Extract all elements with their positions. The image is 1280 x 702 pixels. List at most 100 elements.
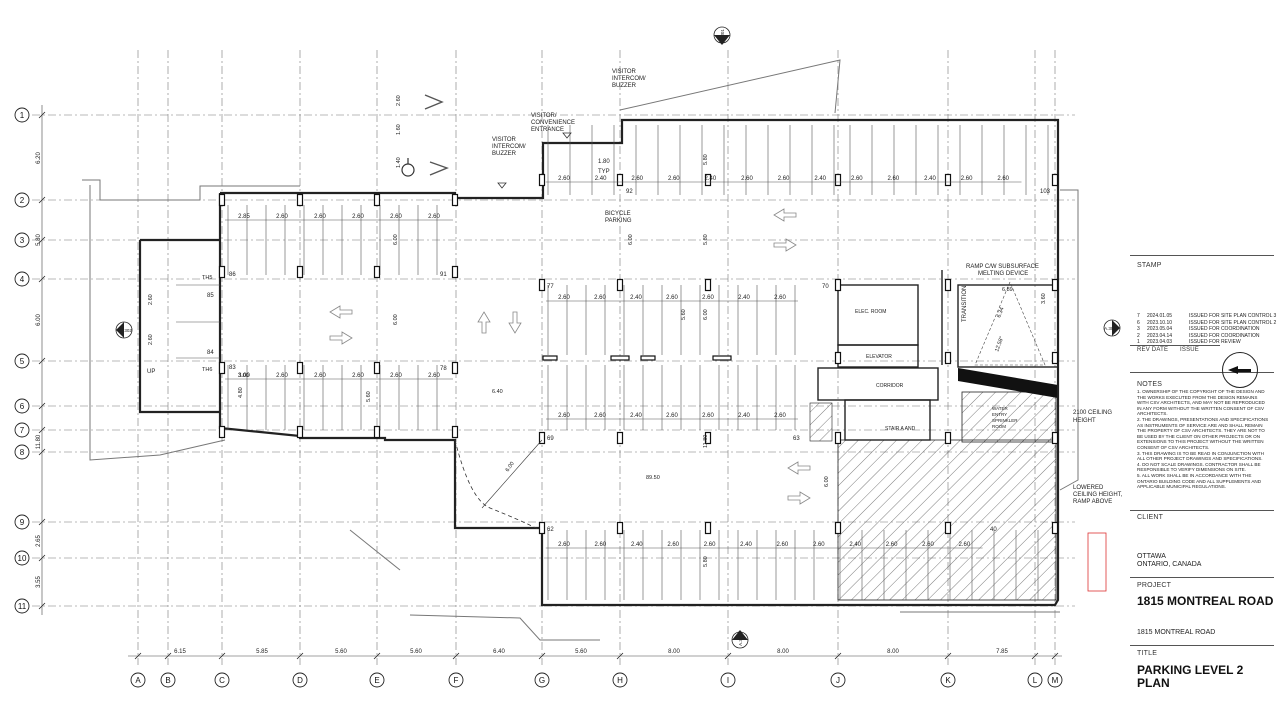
svg-text:VISITOR: VISITOR [492,137,517,143]
svg-text:3.60: 3.60 [1041,293,1047,304]
svg-text:ENTRY: ENTRY [992,412,1007,417]
row-dimension: 5.80 [36,234,42,246]
grid-bubble-label-A: A [135,676,141,685]
stall-dim-bottom: 2.60 [777,542,789,548]
stall-dim-bottom: 2.60 [595,542,607,548]
svg-text:1.60: 1.60 [396,124,402,135]
column-dimension: 6.40 [493,649,505,655]
dim-tick [134,652,142,660]
svg-text:TRANSITION: TRANSITION [962,286,968,322]
svg-text:1.40: 1.40 [396,157,402,168]
stall-dim-lower: 2.60 [666,413,678,419]
row-dimension: 6.20 [36,152,42,164]
dim-tick [38,196,46,204]
structural-column [296,361,304,375]
stall-dim-middle-left: 2.60 [276,373,288,379]
svg-text:VISITOR: VISITOR [612,69,637,75]
column-dimension: 5.60 [410,649,422,655]
grid-bubble-label-E: E [374,676,379,685]
svg-text:BUZZER: BUZZER [612,83,637,89]
stall-dim-upper-left: 2.60 [314,214,326,220]
svg-text:103: 103 [1040,189,1051,195]
svg-text:6.00: 6.00 [393,314,399,325]
svg-text:BICYCLE: BICYCLE [605,211,631,217]
dim-tick [452,652,460,660]
stall-dim-lower: 2.40 [630,413,642,419]
grid-bubble-5 [14,353,30,369]
structural-column [538,173,546,187]
grid-bubble-label-G: G [539,676,545,685]
column-dimension: 5.85 [256,649,268,655]
svg-text:78: 78 [440,366,447,372]
svg-text:6.40: 6.40 [492,389,503,395]
stall-dim-middle-left: 2.60 [352,373,364,379]
structural-column [616,278,624,292]
svg-text:5.60: 5.60 [681,309,687,320]
svg-text:40: 40 [990,527,997,533]
structural-column [834,431,842,445]
client-region: ONTARIO, CANADA [1137,561,1202,568]
svg-text:11.80: 11.80 [703,435,709,448]
stall-dim-bottom: 2.40 [740,542,752,548]
svg-text:INTERCOM/: INTERCOM/ [492,144,526,150]
structural-column [944,521,952,535]
svg-text:LOWERED: LOWERED [1073,485,1104,491]
dim-tick [944,652,952,660]
svg-text:6.89: 6.89 [1002,287,1013,293]
stall-dim-upper-right: 2.60 [631,176,643,182]
grid-bubble-label-9: 9 [20,518,25,527]
note-item: 5. ALL WORK SHALL BE IN ACCORDANCE WITH … [1137,472,1262,490]
svg-text:92: 92 [626,189,633,195]
grid-bubble-1 [14,107,30,123]
stall-dim-upper-right: 2.60 [997,176,1009,182]
grid-bubble-label-3: 3 [20,236,25,245]
structural-column [218,265,226,279]
dim-tick [38,357,46,365]
structural-column [218,193,226,207]
dim-tick [538,652,546,660]
svg-text:RAMP C/W SUBSURFACE: RAMP C/W SUBSURFACE [966,264,1039,270]
svg-text:6.00: 6.00 [824,476,830,487]
dim-tick [38,236,46,244]
stall-dim-upper-right: 2.60 [778,176,790,182]
structural-column [373,425,381,439]
svg-text:ENTRANCE: ENTRANCE [531,127,564,133]
svg-text:CEILING HEIGHT,: CEILING HEIGHT, [1073,492,1123,498]
entrance-marker-icon [497,182,507,189]
column-dimension: 8.00 [777,649,789,655]
structural-column [834,351,842,365]
grid-bubble-label-10: 10 [18,554,27,563]
grid-bubble-label-11: 11 [18,602,27,611]
grid-bubble-label-M: M [1052,676,1059,685]
column-dimension: 6.15 [174,649,186,655]
core-rooms [817,270,1059,441]
svg-text:6.00: 6.00 [628,234,634,245]
svg-text:6.00: 6.00 [703,309,709,320]
svg-text:89.50: 89.50 [646,475,660,481]
svg-text:PARKING: PARKING [605,218,632,224]
ramp-hatch [809,402,833,442]
client-city: OTTAWA [1137,553,1166,560]
svg-text:70: 70 [822,284,829,290]
stall-dim-upper-left: 2.60 [352,214,364,220]
ramp-black-band [958,368,1058,398]
svg-text:83: 83 [229,365,236,371]
structural-column [296,265,304,279]
north-shaft [1237,368,1251,372]
svg-text:3.00: 3.00 [238,373,249,379]
annotations: VISITOR INTERCOM/ BUZZER VISITOR/ CONVEN… [147,69,1123,567]
stall-dim-upper-left: 2.60 [276,214,288,220]
dim-tick [38,554,46,562]
grid-bubble-label-C: C [219,676,225,685]
svg-text:ELEVATOR: ELEVATOR [866,354,892,360]
structural-column [538,431,546,445]
grid-bubble-G [534,672,550,688]
dim-tick [1051,652,1059,660]
grid-bubble-label-K: K [945,676,951,685]
grid-bubble-9 [14,514,30,530]
stall-dim-lower: 2.60 [594,413,606,419]
